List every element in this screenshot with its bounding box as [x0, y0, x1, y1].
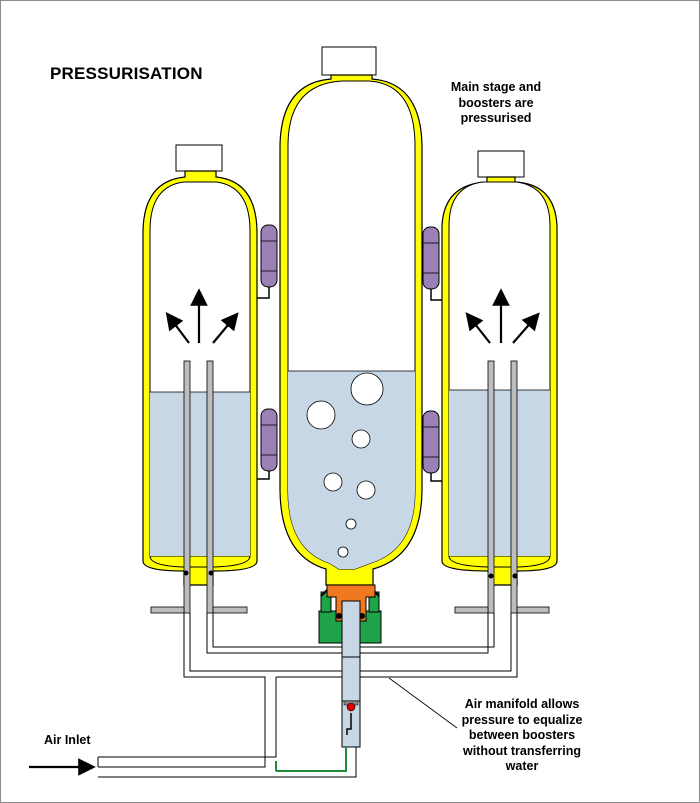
air-bubble: [345, 518, 357, 530]
manifold-annotation-line: pressure to equalize: [461, 712, 583, 727]
pressure-arrow: [465, 312, 491, 344]
annotation-leader-line: [388, 677, 458, 729]
right-base-flange: [516, 606, 550, 614]
manifold-annotation-line: water: [505, 759, 539, 773]
manifold-pipe: [98, 613, 266, 768]
air-bubble: [350, 372, 384, 406]
pressure-arrow: [512, 312, 540, 344]
air-inlet-label: Air Inlet: [44, 733, 91, 747]
manifold-annotation-line: between boosters: [468, 728, 576, 742]
check-ball: [346, 702, 356, 712]
launch-coupler: [318, 584, 382, 658]
main-stage-bottle: [279, 46, 423, 586]
right-bottle-cap: [477, 150, 525, 178]
left-base-flange: [212, 606, 248, 614]
air-line: [276, 747, 347, 772]
manifold-pipe: [189, 613, 342, 672]
air-bubble: [337, 546, 349, 558]
right-transfer-valves: [422, 226, 442, 482]
main-bottle-cap: [321, 46, 377, 76]
air-bubble: [356, 480, 376, 500]
left-base-flange: [150, 606, 185, 614]
left-bottle-cap: [175, 144, 223, 172]
manifold-annotation: Air manifold allows pressure to equalize…: [441, 697, 603, 775]
pressurised-annotation-line: Main stage and: [450, 80, 542, 94]
air-manifold: [97, 613, 518, 768]
check-valve: [98, 656, 361, 778]
right-stand-tube: [487, 360, 495, 614]
right-base-flange: [454, 606, 489, 614]
right-bottle-water: [449, 390, 550, 556]
left-bottle-water: [150, 392, 250, 556]
manifold-pipe: [360, 613, 489, 654]
valve-piston: [422, 410, 440, 474]
manifold-annotation-line: Air manifold allows: [464, 697, 580, 711]
left-transfer-valves: [257, 224, 278, 480]
main-bottle-water: [288, 371, 415, 569]
air-inlet-pipe: [98, 677, 277, 758]
manifold-pipe: [360, 613, 512, 672]
left-stand-tube: [206, 360, 214, 614]
launch-tube-top: [341, 600, 361, 658]
pressurised-annotation-line: pressurised: [460, 111, 532, 125]
air-bubble: [306, 400, 336, 430]
valve-piston: [260, 224, 278, 288]
pressurised-annotation-line: boosters are: [458, 95, 534, 110]
air-bubble: [323, 472, 343, 492]
diagram-title: PRESSURISATION: [50, 64, 203, 83]
manifold-pipe: [206, 613, 342, 654]
right-booster-bottle: [441, 150, 558, 614]
manifold-annotation-line: without transferring: [462, 743, 582, 758]
valve-piston: [260, 408, 278, 472]
pressure-arrow: [212, 312, 239, 344]
valve-piston: [422, 226, 440, 290]
right-stand-tube: [510, 360, 518, 614]
left-stand-tube: [183, 360, 191, 614]
left-booster-bottle: [142, 144, 258, 614]
air-bubble: [351, 429, 371, 449]
pressurised-annotation: Main stage and boosters are pressurised: [421, 80, 571, 127]
pressure-arrow: [165, 311, 190, 344]
